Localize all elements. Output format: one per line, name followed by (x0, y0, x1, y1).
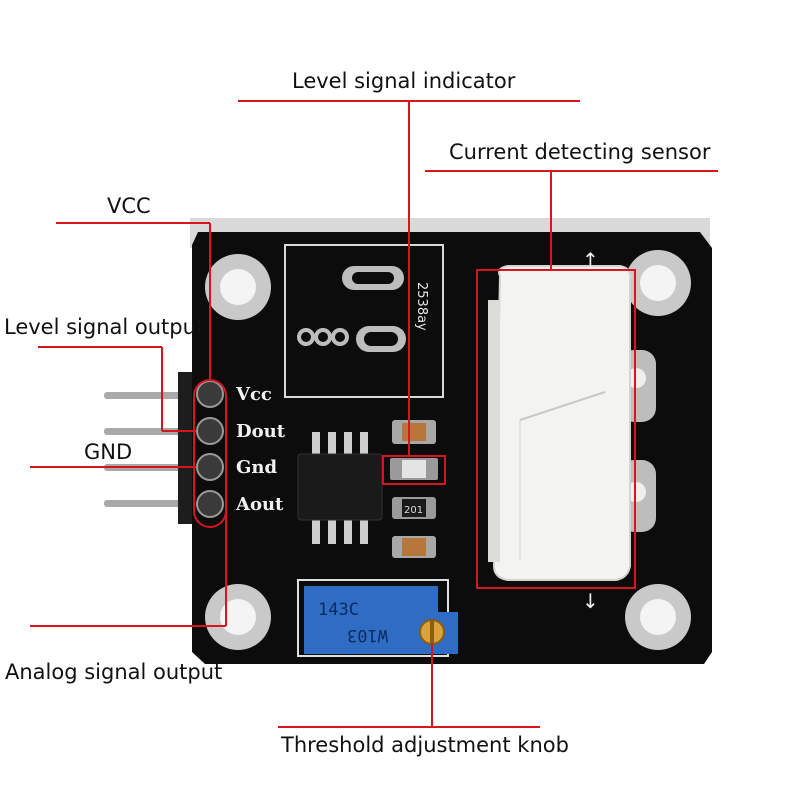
callout-label-analog-signal-output: Analog signal output (5, 660, 223, 684)
chip-marking: 2538ay (414, 282, 429, 331)
mounting-hole-top-left (205, 254, 271, 320)
mounting-hole-bottom-right (625, 584, 691, 650)
ic-footprint-outline (284, 244, 444, 398)
pot-marking-line1: 143C (318, 600, 359, 620)
pin-header-body (178, 372, 196, 524)
level-indicator-led (390, 458, 438, 480)
callout-label-gnd: GND (84, 440, 133, 464)
callout-label-current-detecting-sensor: Current detecting sensor (449, 140, 711, 164)
current-sensor (488, 265, 656, 581)
callout-box-sensor (476, 269, 636, 589)
callout-box-led (382, 455, 446, 485)
smd-capacitor-bottom (392, 536, 436, 558)
header-pins (104, 372, 214, 524)
silk-label-aout: Aout (235, 494, 284, 515)
soic-chip (297, 432, 383, 544)
smd-capacitor-top (392, 420, 436, 444)
smd-resistor: 201 (392, 497, 436, 519)
resistor-marking: 201 (404, 505, 423, 516)
mounting-hole-top-right (625, 250, 691, 316)
arrow-down-mark: ↓ (582, 589, 599, 613)
threshold-potentiometer: 143C W103 (297, 579, 458, 657)
silk-label-vcc: Vcc (235, 384, 272, 405)
pot-marking-line2: W103 (347, 625, 388, 645)
callout-label-vcc: VCC (107, 194, 151, 218)
mounting-hole-bottom-left (205, 584, 271, 650)
callout-label-threshold-adjustment-knob: Threshold adjustment knob (281, 733, 569, 757)
silk-label-dout: Dout (236, 421, 286, 442)
callout-label-level-signal-output: Level signal output (4, 315, 205, 339)
callout-lines (30, 100, 718, 728)
callout-label-level-signal-indicator: Level signal indicator (292, 69, 516, 93)
callout-box-header (193, 379, 227, 528)
arrow-up-mark: ↑ (582, 248, 599, 272)
silk-label-gnd: Gnd (236, 457, 277, 478)
